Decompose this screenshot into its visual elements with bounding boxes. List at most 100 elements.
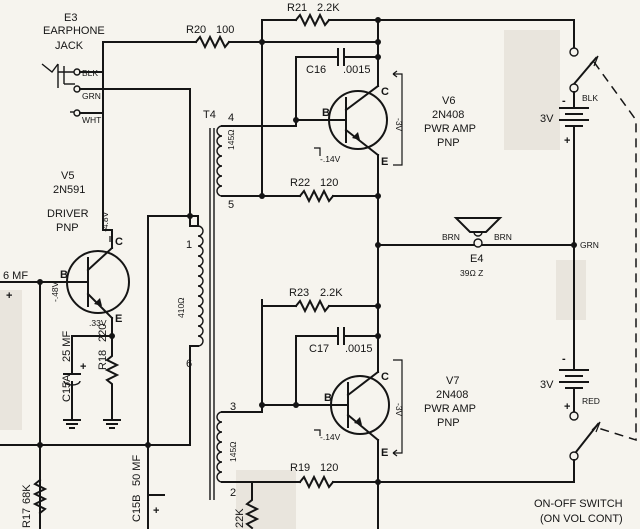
resistor-r19: R19 120	[251, 462, 379, 490]
c15b-ref: C15B	[131, 494, 143, 522]
background-shadow	[0, 30, 586, 529]
transistor-v6: B C E -.14V -3V V6 2N408 PWR AMP PNP	[295, 70, 476, 168]
resistor-r22: R22 120	[261, 177, 379, 204]
switch-top[interactable]	[569, 47, 599, 93]
c15a-ref: C15A	[61, 374, 73, 402]
v6-role: PWR AMP	[424, 123, 476, 135]
v7-b: B	[324, 392, 332, 404]
batt-bot-volts: 3V	[540, 379, 554, 391]
t4-prim-ohms: 410Ω	[176, 297, 186, 318]
e3-wht-label: WHT	[82, 115, 101, 125]
transistor-v7: B C E -.14V -3V V7 2N408 PWR AMP PNP	[261, 359, 476, 459]
switch-blade-icon-2	[574, 422, 600, 454]
v7-type: PNP	[437, 417, 460, 429]
v6-emitter-arrow-icon	[352, 132, 360, 140]
batt-bot-plus: +	[564, 401, 570, 413]
e4-imp: 39Ω Z	[460, 268, 483, 278]
v5-vb: -.48V	[50, 281, 60, 302]
earphone-jack-e3: E3 EARPHONE JACK BLK GRN WHT	[41, 12, 105, 125]
r-22k-value: 22K	[234, 508, 246, 528]
svg-text:+: +	[80, 361, 86, 373]
e4-brn-left: BRN	[442, 232, 460, 242]
resistor-r17: R17 68K	[21, 478, 48, 528]
battery-bottom: - + 3V RED	[540, 244, 600, 413]
r17-value: 68K	[21, 484, 33, 504]
switch-bottom[interactable]	[569, 411, 601, 483]
transistor-v5: V5 2N591 DRIVER PNP -4.8V B C E -.48V .3…	[37, 170, 130, 328]
r22-value: 120	[320, 177, 338, 189]
t4-pin-5: 5	[228, 199, 234, 211]
v6-vce: -3V	[394, 118, 404, 132]
v7-part: 2N408	[436, 389, 468, 401]
ground-icon	[63, 419, 81, 429]
c15a-value: 25 MF	[61, 331, 73, 362]
batt-top-volts: 3V	[540, 113, 554, 125]
r20-value: 100	[216, 24, 234, 36]
svg-text:+: +	[153, 505, 159, 517]
capacitor-c16: C16 .0015	[295, 48, 379, 121]
r17-ref: R17	[21, 508, 33, 528]
v5-part: 2N591	[53, 184, 85, 196]
v6-vb: -.14V	[320, 154, 341, 164]
v7-c: C	[381, 371, 389, 383]
v5-ve: .33V	[89, 318, 107, 328]
v6-type: PNP	[437, 137, 460, 149]
r21-ref: R21	[287, 2, 307, 14]
r18-ref: R18	[97, 350, 109, 370]
c17-value: .0015	[345, 343, 373, 355]
r22-ref: R22	[290, 177, 310, 189]
t4-pin-4: 4	[228, 112, 234, 124]
v7-ref: V7	[446, 375, 459, 387]
resistor-r21: R21 2.2K	[261, 2, 575, 49]
v6-ref: V6	[442, 95, 455, 107]
t4-pin-3: 3	[230, 401, 236, 413]
v5-role: DRIVER	[47, 208, 89, 220]
v5-c: C	[115, 236, 123, 248]
resistor-r23: R23 2.2K	[261, 287, 379, 314]
v6-c: C	[381, 86, 389, 98]
c16-value: .0015	[343, 64, 371, 76]
resistor-r20: R20 100	[102, 24, 379, 61]
e3-ref: E3	[64, 12, 77, 24]
v7-emitter-arrow-icon	[354, 417, 362, 425]
batt-top-minus: -	[562, 95, 566, 107]
battery-top: BLK - + 3V	[540, 91, 598, 246]
r19-ref: R19	[290, 462, 310, 474]
c-6mf-value: 6 MF	[3, 270, 28, 282]
resistor-r18: R18 220	[97, 324, 121, 429]
v6-b: B	[322, 107, 330, 119]
v6-part: 2N408	[432, 109, 464, 121]
capacitor-c15a: C15A 25 MF +	[61, 331, 86, 429]
speaker-icon	[453, 217, 503, 233]
t4-ref: T4	[203, 109, 216, 121]
ground-icon-2	[103, 419, 121, 429]
r20-ref: R20	[186, 24, 206, 36]
v7-vce: -3V	[394, 403, 404, 417]
switch-label-1: ON-OFF SWITCH	[534, 498, 623, 510]
gang-linkage	[593, 61, 637, 442]
e4-brn-right: BRN	[494, 232, 512, 242]
batt-top-plus: +	[564, 135, 570, 147]
r23-ref: R23	[289, 287, 309, 299]
c15b-value: 50 MF	[131, 455, 143, 486]
svg-text:+: +	[6, 290, 12, 302]
batt-bot-lead: RED	[582, 396, 600, 406]
r19-value: 120	[320, 462, 338, 474]
v5-ref: V5	[61, 170, 74, 182]
e3-line1: EARPHONE	[43, 25, 105, 37]
r18-value: 220	[97, 324, 109, 342]
capacitor-c17: C17 .0015	[295, 327, 379, 406]
e3-grn-label: GRN	[82, 91, 101, 101]
t4-low-ohms: 145Ω	[228, 441, 238, 462]
v7-vb: -.14V	[320, 432, 341, 442]
speaker-e4: BRN BRN E4 39Ω Z	[442, 217, 512, 278]
v5-type: PNP	[56, 222, 79, 234]
switch-label-2: (ON VOL CONT)	[540, 513, 623, 525]
capacitor-c15b: C15B 50 MF +	[131, 455, 165, 522]
capacitor-6mf: 6 MF +	[0, 270, 41, 302]
e3-line2: JACK	[55, 40, 84, 52]
t4-pin-1: 1	[186, 239, 192, 251]
v7-role: PWR AMP	[424, 403, 476, 415]
v6-e: E	[381, 156, 388, 168]
